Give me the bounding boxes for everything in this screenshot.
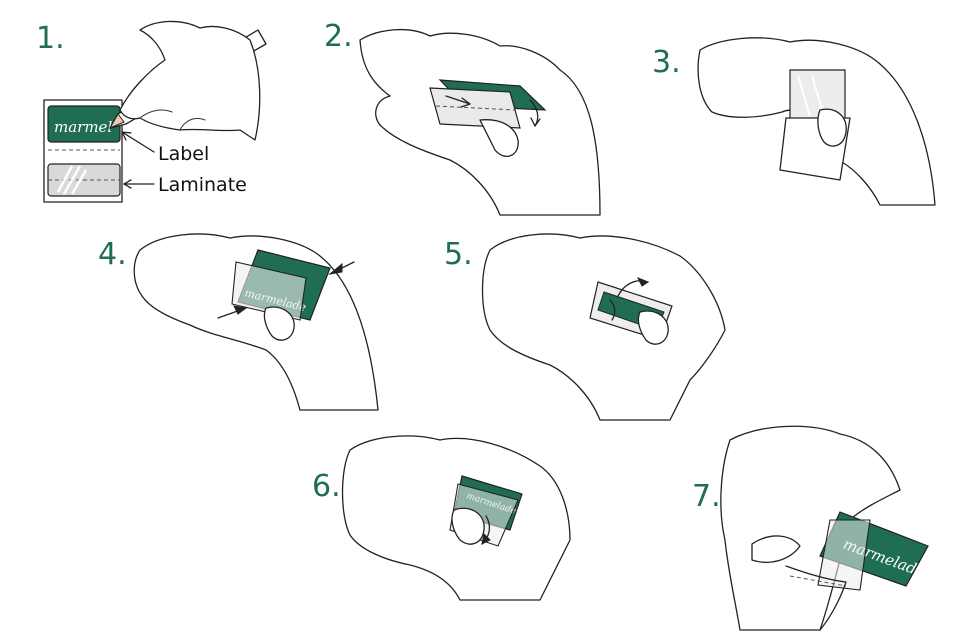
step2-arrow-left [445, 95, 471, 105]
step3-thumb [817, 108, 847, 147]
step4-thumb [263, 306, 295, 341]
step7-finger [751, 535, 801, 563]
step-number-2: 2. [324, 19, 353, 54]
writing-hand [119, 20, 261, 141]
step5-thumb [637, 310, 669, 345]
step5-hand [481, 233, 726, 421]
step5-illustration [481, 233, 726, 421]
step3-illustration [697, 37, 936, 206]
step1-illustration: marmel [43, 20, 267, 203]
step2-thumb [479, 119, 519, 157]
step6-illustration: marmelade [341, 435, 571, 601]
step-number-5: 5. [444, 237, 473, 272]
step2-illustration [359, 28, 601, 216]
callout-laminate: Laminate [158, 174, 247, 196]
step-number-3: 3. [652, 45, 681, 80]
step7-peeled-backing [785, 565, 847, 631]
step-number-4: 4. [98, 237, 127, 272]
step6-thumb [451, 507, 485, 545]
label-sheet [43, 99, 123, 203]
label-handwriting: marmel [54, 118, 112, 136]
callout-label: Label [158, 143, 210, 165]
step4-laminate [231, 261, 307, 321]
step7-laminate [817, 519, 871, 591]
step4-illustration: marmelade [133, 233, 379, 411]
step2-laminate [429, 87, 521, 129]
label-arrow [121, 131, 155, 153]
step-number-1: 1. [36, 21, 65, 56]
step7-illustration: marmelade [720, 425, 929, 631]
laminate-shine [56, 165, 88, 195]
step-number-6: 6. [312, 469, 341, 504]
step-number-7: 7. [692, 479, 721, 514]
